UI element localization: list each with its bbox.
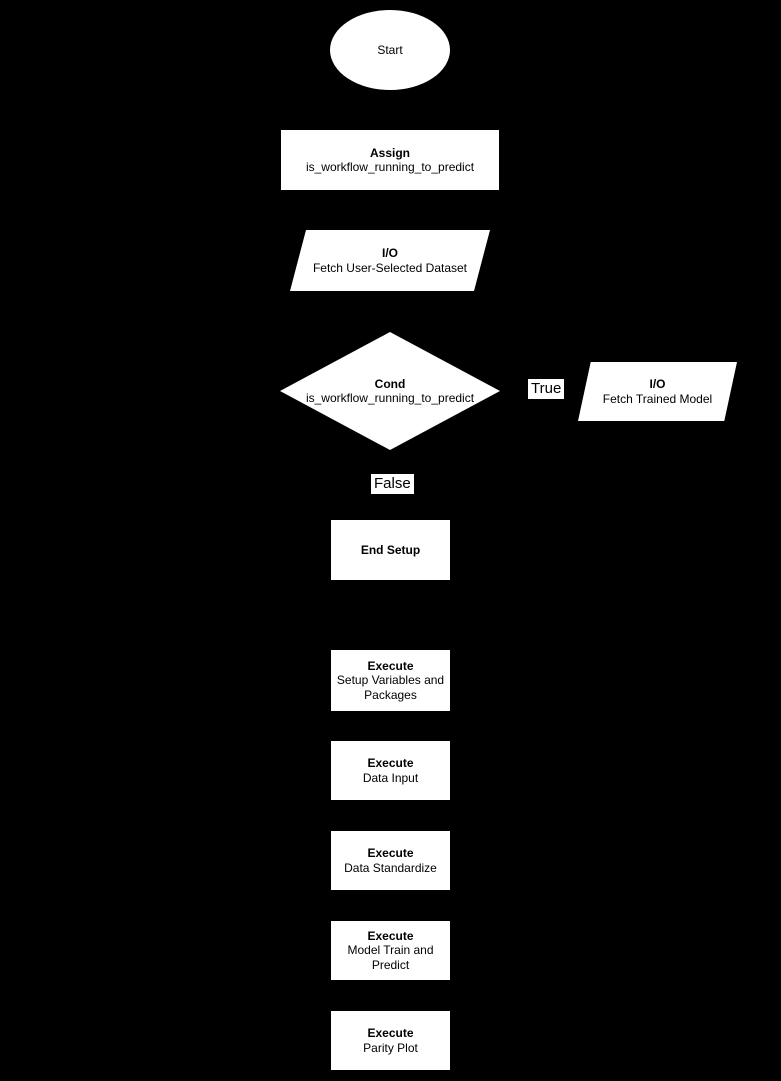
node-title: Assign [369,145,410,160]
node-assign: Assign is_workflow_running_to_predict [281,130,499,190]
node-subtitle: Fetch Trained Model [602,391,713,406]
node-title: I/O [381,246,398,261]
node-title: Execute [367,659,414,674]
node-title: Execute [367,929,414,944]
node-subtitle: is_workflow_running_to_predict [305,160,475,174]
node-title: I/O [649,377,666,392]
node-subtitle: Fetch User-Selected Dataset [312,260,468,275]
node-cond: Cond is_workflow_running_to_predict [280,332,500,450]
node-execute-data-input: Execute Data Input [331,741,450,800]
node-execute-data-standardize: Execute Data Standardize [331,831,450,890]
node-title: End Setup [360,542,421,557]
node-io-fetch-dataset: I/O Fetch User-Selected Dataset [290,230,490,291]
node-title: Cond [374,376,406,391]
node-subtitle: Data Input [362,770,419,785]
node-subtitle: Model Train and Predict [347,943,434,972]
edge-label-true: True [528,379,565,399]
node-io-fetch-trained-model: I/O Fetch Trained Model [578,362,737,421]
node-start: Start [330,10,450,90]
node-title: Start [377,42,403,57]
edge-label-false: False [371,474,414,494]
node-execute-model-train-predict: Execute Model Train and Predict [331,921,450,980]
node-end-setup: End Setup [331,520,450,580]
node-execute-setup-variables: Execute Setup Variables and Packages [331,650,450,711]
node-subtitle: is_workflow_running_to_predict [305,391,475,405]
node-title: Execute [367,846,414,861]
node-subtitle: Setup Variables and Packages [336,673,445,702]
node-subtitle: Parity Plot [363,1040,418,1055]
node-title: Execute [367,1026,414,1041]
node-title: Execute [367,756,414,771]
node-subtitle: Data Standardize [344,860,437,875]
node-execute-parity-plot: Execute Parity Plot [331,1011,450,1070]
